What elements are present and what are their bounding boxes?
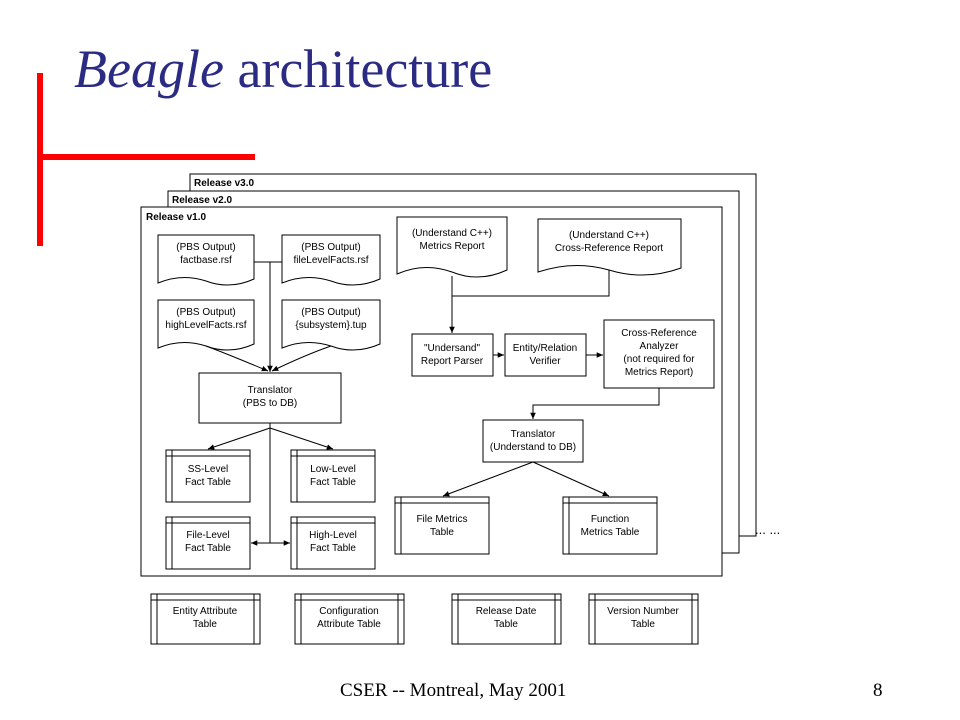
connectors (205, 261, 660, 546)
doc-pbs-filelevel-line1: (PBS Output) (301, 242, 360, 253)
process-xref-analyzer: Cross-Reference Analyzer (not required f… (603, 319, 715, 389)
table-high-level-line1: High-Level (309, 530, 357, 541)
table-ss-level: SS-Level Fact Table (165, 449, 251, 503)
doc-understand-metrics: (Understand C++) Metrics Report (396, 216, 508, 278)
table-function-metrics: Function Metrics Table (562, 496, 658, 555)
title-rest: architecture (223, 39, 493, 99)
release-v2-label: Release v2.0 (172, 195, 232, 206)
table-entity-attribute-line1: Entity Attribute (173, 606, 238, 617)
xref-analyzer-line2: Analyzer (640, 341, 680, 352)
entity-verifier-line1: Entity/Relation (513, 343, 577, 354)
process-translator-understand: Translator (Understand to DB) (482, 419, 584, 463)
doc-understand-xref-line2: Cross-Reference Report (555, 243, 664, 254)
table-release-date-line2: Table (494, 619, 518, 630)
table-release-date-line1: Release Date (476, 606, 537, 617)
table-version-number-line1: Version Number (607, 606, 679, 617)
connector-analyzer-to-translator (530, 388, 660, 419)
connector-subsystem (271, 345, 332, 372)
doc-pbs-filelevel: (PBS Output) fileLevelFacts.rsf (281, 234, 381, 286)
table-ss-level-line1: SS-Level (188, 464, 229, 475)
doc-pbs-filelevel-line2: fileLevelFacts.rsf (293, 255, 368, 266)
connector-xref-to-parser (452, 270, 610, 297)
title-italic: Beagle (74, 39, 224, 99)
connector-to-file-metrics (442, 461, 534, 497)
doc-understand-metrics-line1: (Understand C++) (412, 228, 492, 239)
xref-analyzer-line4: Metrics Report) (625, 367, 693, 378)
doc-understand-metrics-line2: Metrics Report (419, 241, 484, 252)
doc-understand-xref-line1: (Understand C++) (569, 230, 649, 241)
doc-pbs-factbase-line1: (PBS Output) (176, 242, 235, 253)
xref-analyzer-line3: (not required for (623, 354, 695, 365)
table-low-level: Low-Level Fact Table (290, 449, 376, 503)
table-function-metrics-line2: Metrics Table (581, 527, 640, 538)
table-file-level-line1: File-Level (186, 530, 229, 541)
table-low-level-line1: Low-Level (310, 464, 356, 475)
doc-pbs-subsystem-line2: {subsystem}.tup (295, 320, 367, 331)
table-file-metrics: File Metrics Table (394, 496, 490, 555)
xref-analyzer-line1: Cross-Reference (621, 328, 697, 339)
table-low-level-line2: Fact Table (310, 477, 356, 488)
doc-pbs-highlevel: (PBS Output) highLevelFacts.rsf (157, 299, 255, 351)
process-report-parser: "Undersand" Report Parser (411, 333, 494, 377)
translator-pbs-line2: (PBS to DB) (243, 398, 297, 409)
doc-pbs-subsystem-line1: (PBS Output) (301, 307, 360, 318)
release-v1-label: Release v1.0 (146, 212, 206, 223)
connector-highlevel (205, 345, 269, 372)
translator-pbs-line1: Translator (248, 385, 293, 396)
entity-verifier-line2: Verifier (529, 356, 561, 367)
slide-title: Beagle architecture (74, 42, 492, 96)
table-version-number: Version Number Table (588, 593, 699, 645)
accent-horizontal-bar (37, 154, 255, 160)
report-parser-line1: "Undersand" (424, 343, 480, 354)
process-entity-verifier: Entity/Relation Verifier (504, 333, 587, 377)
doc-pbs-factbase: (PBS Output) factbase.rsf (157, 234, 255, 286)
table-entity-attribute-line2: Table (193, 619, 217, 630)
table-high-level-line2: Fact Table (310, 543, 356, 554)
doc-pbs-highlevel-line2: highLevelFacts.rsf (165, 320, 246, 331)
doc-pbs-factbase-line2: factbase.rsf (180, 255, 232, 266)
translator-und-line1: Translator (511, 429, 556, 440)
connector-to-function-metrics (532, 461, 610, 497)
table-release-date: Release Date Table (451, 593, 562, 645)
table-file-level: File-Level Fact Table (165, 516, 251, 570)
page-number: 8 (873, 680, 883, 701)
doc-understand-xref: (Understand C++) Cross-Reference Report (537, 218, 682, 276)
table-entity-attribute: Entity Attribute Table (150, 593, 261, 645)
connector-to-low-level (269, 427, 334, 450)
table-high-level: High-Level Fact Table (290, 516, 376, 570)
table-configuration-attribute-line1: Configuration (319, 606, 378, 617)
table-file-metrics-line2: Table (430, 527, 454, 538)
table-configuration-attribute: Configuration Attribute Table (294, 593, 405, 645)
table-file-metrics-line1: File Metrics (416, 514, 467, 525)
translator-und-line2: (Understand to DB) (490, 442, 576, 453)
table-file-level-line2: Fact Table (185, 543, 231, 554)
table-version-number-line2: Table (631, 619, 655, 630)
connector-to-ss-level (207, 427, 271, 450)
table-configuration-attribute-line2: Attribute Table (317, 619, 381, 630)
doc-pbs-highlevel-line1: (PBS Output) (176, 307, 235, 318)
footer-text: CSER -- Montreal, May 2001 (340, 680, 567, 701)
doc-pbs-subsystem: (PBS Output) {subsystem}.tup (281, 299, 381, 351)
release-v3-label: Release v3.0 (194, 178, 254, 189)
report-parser-line2: Report Parser (421, 356, 484, 367)
more-releases-ellipsis: ... ... (755, 522, 780, 537)
process-translator-pbs: Translator (PBS to DB) (198, 372, 342, 424)
table-ss-level-line2: Fact Table (185, 477, 231, 488)
table-function-metrics-line1: Function (591, 514, 629, 525)
